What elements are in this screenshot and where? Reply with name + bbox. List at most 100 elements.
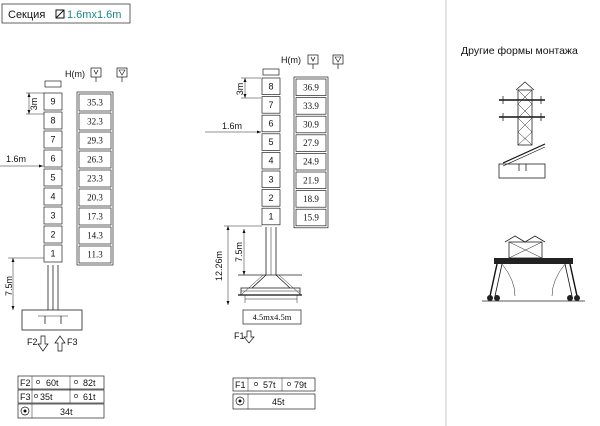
left-f3-val1: 35t bbox=[40, 392, 53, 402]
mast-section-number: 6 bbox=[268, 119, 273, 129]
mast-section bbox=[261, 152, 281, 170]
right-force-f1-label: F1 bbox=[234, 331, 245, 341]
mast-section bbox=[261, 189, 281, 207]
mast-section-number: 7 bbox=[268, 100, 273, 110]
left-dim-bottom: 7.5m bbox=[4, 276, 14, 296]
right-base-size: 4.5mx4.5m bbox=[253, 312, 292, 322]
right-base-value: 45t bbox=[272, 397, 285, 407]
height-cell bbox=[78, 169, 112, 188]
mast-section-number: 8 bbox=[50, 116, 55, 126]
height-value: 17.3 bbox=[87, 212, 103, 222]
climbing-mount-thumbnail bbox=[498, 81, 546, 179]
right-dim-total: 12.26m bbox=[214, 251, 224, 281]
right-dim-side: 1.6m bbox=[222, 121, 242, 131]
mast-section bbox=[43, 130, 63, 149]
weight-icon bbox=[235, 396, 245, 406]
height-cell bbox=[295, 115, 327, 134]
right-dim-top: 3m bbox=[235, 83, 245, 96]
left-foundation bbox=[21, 309, 83, 331]
left-f3-val2: 61t bbox=[83, 392, 96, 402]
height-value: 36.9 bbox=[303, 82, 319, 92]
mast-section-number: 6 bbox=[50, 154, 55, 164]
mast-section-number: 2 bbox=[50, 230, 55, 240]
mast-section-number: 3 bbox=[50, 211, 55, 221]
height-value: 35.3 bbox=[87, 98, 103, 108]
height-value: 11.3 bbox=[87, 250, 103, 260]
hook-icon bbox=[90, 67, 102, 82]
mast-section-number: 3 bbox=[268, 174, 273, 184]
load-icon bbox=[116, 67, 128, 82]
right-f1-cell: F1 bbox=[235, 380, 246, 390]
right-height-header: H(m) bbox=[281, 55, 301, 65]
height-cell bbox=[295, 190, 327, 208]
height-value: 29.3 bbox=[87, 136, 103, 146]
mast-section-number: 1 bbox=[268, 212, 273, 222]
height-cell bbox=[78, 226, 112, 245]
height-value: 15.9 bbox=[303, 213, 319, 223]
height-cell bbox=[78, 245, 112, 264]
mast-section-number: 5 bbox=[50, 173, 55, 183]
right-cross-base bbox=[238, 274, 302, 303]
mast-section bbox=[261, 77, 281, 95]
mast-section-number: 8 bbox=[268, 81, 273, 91]
load-mode-icon bbox=[287, 382, 291, 386]
mast-section bbox=[261, 170, 281, 188]
mast-section bbox=[43, 187, 63, 206]
height-cell bbox=[295, 153, 327, 171]
height-cell bbox=[295, 97, 327, 115]
height-cell bbox=[295, 78, 327, 96]
mast-section bbox=[43, 244, 63, 263]
mast-section bbox=[43, 206, 63, 225]
height-value: 20.3 bbox=[87, 193, 103, 203]
mast-section bbox=[261, 96, 281, 114]
height-value: 26.3 bbox=[87, 155, 103, 165]
mast-section bbox=[261, 133, 281, 151]
mast-section bbox=[261, 207, 281, 226]
left-f2-val1: 60t bbox=[46, 378, 59, 388]
height-value: 23.3 bbox=[87, 174, 103, 184]
right-force-table: F1 57t 79t 45t bbox=[232, 377, 316, 410]
right-f1-val2: 79t bbox=[294, 380, 307, 390]
height-value: 30.9 bbox=[303, 120, 319, 130]
height-value: 24.9 bbox=[303, 157, 319, 167]
right-f1-val1: 57t bbox=[263, 380, 276, 390]
mast-section-number: 1 bbox=[50, 249, 55, 259]
mast-section-number: 7 bbox=[50, 135, 55, 145]
mast-section bbox=[43, 149, 63, 168]
height-value: 21.9 bbox=[303, 175, 319, 185]
mast-section bbox=[261, 114, 281, 133]
mast-section bbox=[43, 111, 63, 130]
square-section-icon bbox=[55, 9, 65, 19]
section-header-box bbox=[1, 3, 131, 24]
height-cell bbox=[78, 150, 112, 169]
section-label: Секция bbox=[8, 9, 45, 21]
height-cell bbox=[78, 93, 112, 112]
section-size: 1.6mx1.6m bbox=[67, 9, 121, 21]
height-cell bbox=[295, 208, 327, 227]
portal-mount-thumbnail bbox=[482, 235, 585, 302]
mast-section-number: 5 bbox=[268, 137, 273, 147]
height-cell bbox=[295, 171, 327, 189]
height-cell bbox=[78, 207, 112, 226]
hook-mode-icon bbox=[34, 394, 38, 398]
height-cell bbox=[78, 131, 112, 150]
down-arrow-icon bbox=[243, 330, 255, 344]
left-f2-val2: 82t bbox=[83, 378, 96, 388]
left-force-f2-label: F2 bbox=[27, 337, 38, 347]
other-forms-title: Другие формы монтажа bbox=[461, 45, 578, 57]
load-mode-icon bbox=[74, 394, 78, 398]
left-force-f3-label: F3 bbox=[67, 337, 78, 347]
left-dim-top: 3m bbox=[29, 98, 39, 111]
left-f3-cell: F3 bbox=[20, 392, 31, 402]
hook-mode-icon bbox=[254, 382, 258, 386]
height-value: 14.3 bbox=[87, 231, 103, 241]
left-height-header: H(m) bbox=[65, 69, 85, 79]
height-cell bbox=[78, 188, 112, 207]
mast-section-number: 9 bbox=[50, 97, 55, 107]
right-base-size-box bbox=[242, 309, 302, 325]
load-mode-icon bbox=[74, 380, 78, 384]
height-value: 18.9 bbox=[303, 194, 319, 204]
